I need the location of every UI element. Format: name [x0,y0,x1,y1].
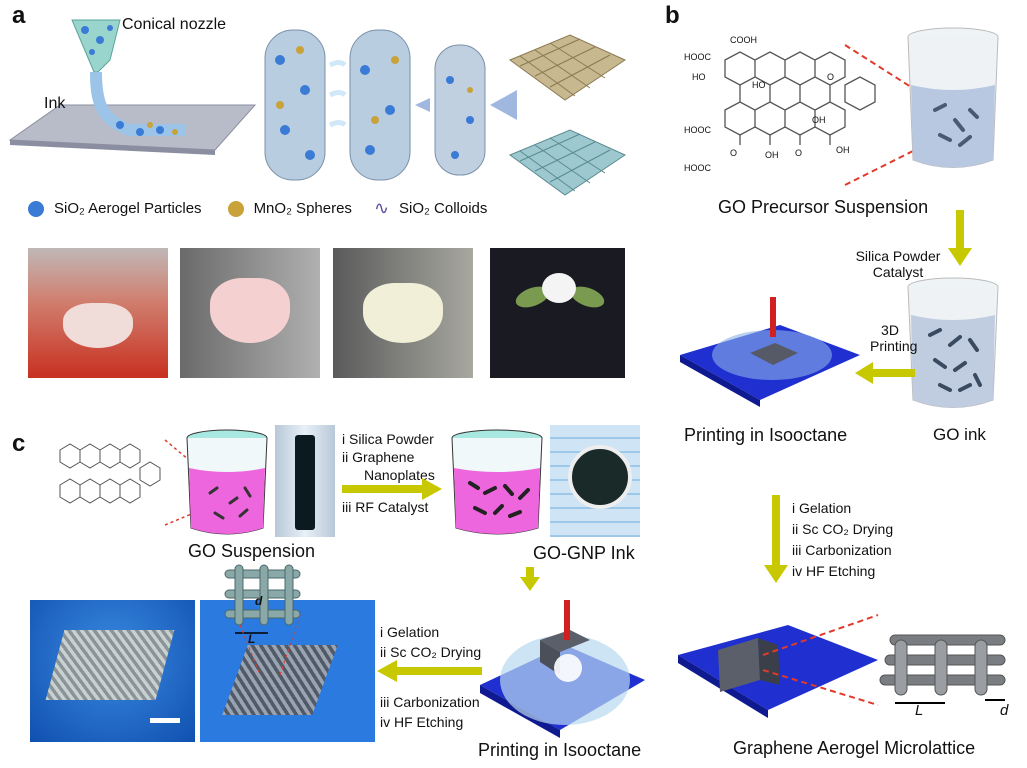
step-scco2-drying: ii Sc CO₂ Drying [792,521,894,537]
go-molecule-structure-c [59,443,161,504]
catalyst-text: Catalyst [872,264,924,280]
panel-c-label: c [12,430,26,457]
printing-isooctane-label-b: Printing in Isooctane [684,425,848,445]
step-gelation-c: i Gelation [380,624,440,640]
photo-printing-flower [28,248,168,378]
photo-flower-with-leaves [490,248,625,378]
lattice-bottom [508,129,627,196]
step-nanoplates: Nanoplates [364,467,435,483]
sio2-colloid-icon: ∿ [373,198,390,218]
panel-b-label: b [665,2,680,29]
printed-lattices [508,34,627,196]
group-o-2: O [730,148,738,158]
mix-steps-c: i Silica Powder ii Graphene Nanoplates i… [342,430,435,516]
lattice-detail-c [224,564,301,676]
aerogel-plate [678,614,879,718]
lattice-diameter-d-c: d [255,594,263,608]
group-o-1: O [827,72,835,82]
silica-catalyst-label: Silica Powder Catalyst [848,248,948,280]
group-oh-3: OH [836,145,850,155]
photo-pink-flower [180,248,320,378]
group-hooc-1: HOOC [684,52,711,62]
group-hooc-3: HOOC [684,163,711,173]
printing-isooctane-label-c: Printing in Isooctane [478,740,642,760]
group-oh-2: OH [765,150,779,160]
nozzle-printing-illustration [8,19,257,155]
group-ho-1: HO [692,72,706,82]
beaker-go-ink [907,277,999,408]
mno2-sphere-icon [227,200,244,217]
step-scco2-drying-c: ii Sc CO₂ Drying [380,644,482,660]
aerogel-label: Graphene Aerogel Microlattice [733,738,976,758]
arrow-down-ink [520,567,540,591]
lattice-diameter-d-b: d [1000,702,1009,719]
post-processing-steps-c: i Gelation ii Sc CO₂ Drying iii Carboniz… [380,622,481,732]
step-graphene: ii Graphene [342,449,415,465]
step-rf-catalyst: iii RF Catalyst [342,499,429,515]
legend: SiO₂ Aerogel Particles MnO₂ Spheres ∿ Si… [28,198,487,219]
arrow-left-steps-c [377,660,482,682]
printing-text: Printing [870,338,918,354]
group-oh-1: OH [812,115,826,125]
printing-plate-b [680,297,860,407]
sio2-particle-icon [28,200,44,217]
3d-text: 3D [881,322,899,338]
post-processing-steps-b: i Gelation ii Sc CO₂ Drying iii Carboniz… [792,498,893,582]
group-ho-2: HO [752,80,766,90]
step-hf-etching-c: iv HF Etching [380,714,464,730]
step-silica-powder: i Silica Powder [342,431,434,447]
step-gelation: i Gelation [792,500,852,516]
step-carbonization: iii Carbonization [792,542,892,558]
filament-cylinders [264,29,517,181]
lattice-spacing-l-c: L [248,632,256,646]
group-hooc-2: HOOC [684,125,711,135]
panel-a-label: a [12,2,26,29]
legend-sio2-colloids: SiO₂ Colloids [399,200,488,217]
go-precursor-label: GO Precursor Suspension [718,197,929,217]
arrow-down-steps-b [764,495,788,583]
beaker-go-gnp-ink [451,429,543,535]
photo-go-gnp-ink [550,425,640,537]
ink-label: Ink [44,95,66,112]
silica-powder-text: Silica Powder [855,248,941,264]
printing-plate-c [480,600,645,738]
beaker-go-suspension [186,429,268,535]
photo-go-vial [275,425,335,537]
arrow-right-mix [342,478,442,500]
step-hf-etching: iv HF Etching [792,563,876,579]
step-carbonization-c: iii Carbonization [380,694,480,710]
photo-white-flower [333,248,473,378]
cylinder-ink [264,29,326,181]
arrow-left-printing [855,362,915,384]
go-suspension-label: GO Suspension [188,541,316,561]
conical-nozzle-label: Conical nozzle [122,16,227,33]
lattice-spacing-l-b: L [915,702,924,719]
3d-printing-label: 3D Printing [870,322,918,354]
beaker-go-precursor [907,27,999,168]
go-molecule-structure-b [724,51,876,145]
group-cooh: COOH [730,35,757,45]
microlattice-detail-b [879,634,1006,704]
group-o-3: O [795,148,803,158]
arrow-down-silica [948,210,972,266]
legend-mno2: MnO₂ Spheres [253,200,352,217]
lattice-top [508,34,627,101]
go-gnp-ink-label: GO-GNP Ink [533,543,635,563]
go-ink-label: GO ink [933,425,986,444]
photo-printed-microlattice [30,600,195,742]
legend-sio2-aerogel: SiO₂ Aerogel Particles [54,200,202,217]
